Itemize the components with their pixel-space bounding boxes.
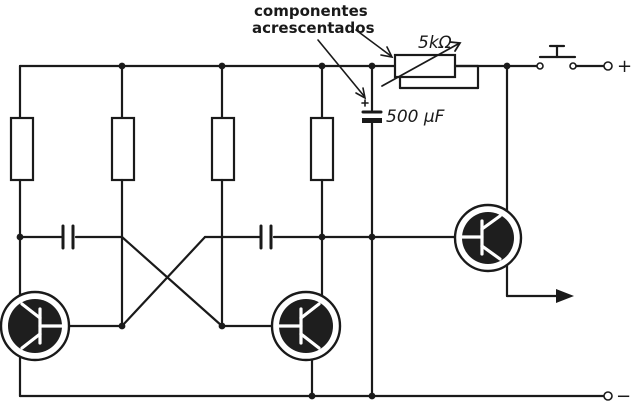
junction-dots bbox=[16, 62, 511, 400]
base-resistor-right-branch bbox=[210, 64, 236, 328]
output-branch bbox=[505, 64, 574, 303]
positive-terminal bbox=[603, 61, 613, 71]
output-arrow-icon bbox=[556, 289, 574, 303]
annotation-line1: componentes bbox=[254, 2, 368, 20]
capacitor-value-label: 500 μF bbox=[386, 107, 445, 127]
cross-coupling-wires bbox=[120, 235, 224, 328]
capacitor-plus-sign bbox=[361, 99, 369, 107]
transistor-q2 bbox=[270, 290, 342, 362]
left-branch bbox=[9, 64, 35, 398]
resistor-r4 bbox=[309, 116, 335, 182]
negative-terminal bbox=[603, 391, 613, 401]
push-button-switch bbox=[536, 44, 577, 70]
positive-terminal-label: + bbox=[617, 56, 632, 77]
base-resistor-left-branch bbox=[110, 64, 136, 328]
resistor-r1 bbox=[9, 116, 35, 182]
annotation-line2: acrescentados bbox=[252, 19, 375, 37]
coupling-capacitor-right bbox=[259, 224, 273, 250]
annotation-pointer-to-potentiometer bbox=[355, 29, 394, 59]
resistor-r2 bbox=[110, 116, 136, 182]
potentiometer bbox=[381, 41, 480, 90]
resistor-r3 bbox=[210, 116, 236, 182]
transistor-q3 bbox=[453, 203, 523, 273]
negative-terminal-label: − bbox=[616, 386, 631, 401]
coupling-capacitor-left bbox=[61, 224, 75, 250]
annotation-pointer-to-capacitor bbox=[317, 39, 367, 100]
timing-capacitor-branch bbox=[361, 64, 383, 398]
transistor-q1 bbox=[0, 290, 71, 362]
potentiometer-value-label: 5kΩ bbox=[418, 33, 452, 53]
